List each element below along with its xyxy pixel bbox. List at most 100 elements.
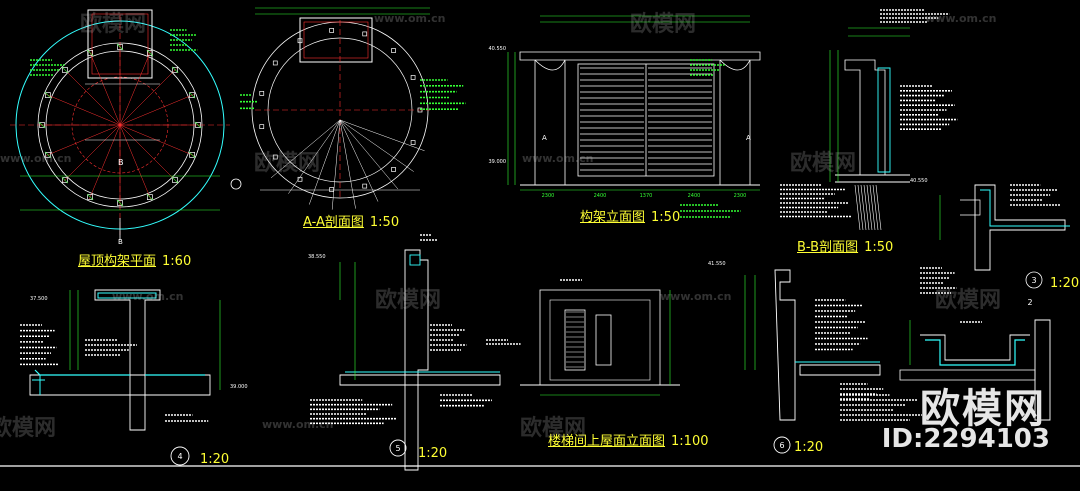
column xyxy=(146,194,153,200)
parapet-column xyxy=(404,249,429,471)
gutter-section xyxy=(920,334,1030,361)
dimension-value: 2300 xyxy=(542,193,555,199)
radial-beam xyxy=(119,50,151,126)
detail-marker xyxy=(389,439,407,457)
waterproof-layer xyxy=(980,189,1070,227)
column xyxy=(172,66,179,73)
leader-line xyxy=(339,119,414,172)
detail-3-scale-text: 1:20 xyxy=(1050,276,1080,291)
column xyxy=(329,187,334,192)
leader-line xyxy=(857,184,864,231)
column-mark xyxy=(38,121,46,129)
leader-line xyxy=(339,119,379,202)
parapet-section xyxy=(844,59,886,176)
radial-beam xyxy=(119,68,177,126)
level-value: 41.550 xyxy=(708,261,726,267)
detail-marker xyxy=(170,446,190,466)
dimension-value: 1370 xyxy=(640,193,653,199)
column-mark xyxy=(146,49,154,57)
leader-line xyxy=(866,184,873,231)
drawing-linework xyxy=(0,7,1080,471)
wall-slab-section xyxy=(974,184,1066,271)
stair-elevation-title-text: 楼梯间上屋面立面图 xyxy=(548,434,666,449)
slab-section xyxy=(899,369,1036,381)
cornice xyxy=(519,51,761,61)
leader-line xyxy=(339,119,356,209)
detail-marker-number: 2 xyxy=(1027,298,1032,307)
leader-line xyxy=(308,119,341,205)
column xyxy=(87,50,94,56)
column xyxy=(189,151,195,158)
detail-marker-number: 4 xyxy=(177,452,182,461)
level-value: 39.000 xyxy=(230,384,248,390)
column xyxy=(61,66,68,73)
level-value: 39.000 xyxy=(489,159,507,165)
column xyxy=(391,48,396,53)
brand-stamp-id: ID:2294103 xyxy=(881,424,1050,454)
wall-section xyxy=(1034,319,1051,421)
column-mark xyxy=(171,176,179,184)
column-mark xyxy=(61,66,69,74)
section-letter: A xyxy=(542,134,547,142)
column xyxy=(391,167,396,172)
stair-elevation-scale: 1:100 xyxy=(671,434,709,449)
leader-line xyxy=(869,184,876,231)
detail-marker-number: 3 xyxy=(1031,276,1036,285)
leader-line xyxy=(331,119,341,210)
section-bb-scale: 1:50 xyxy=(864,240,894,255)
slab-section xyxy=(339,374,501,386)
column xyxy=(362,183,368,189)
radial-beam xyxy=(63,68,121,126)
beam-column-section xyxy=(94,289,161,431)
section-aa-title-text: A-A剖面图 xyxy=(303,215,364,230)
level-value: 38.550 xyxy=(308,254,326,260)
column xyxy=(410,140,416,145)
slab-section xyxy=(799,364,881,376)
column xyxy=(189,92,195,99)
radial-beam xyxy=(45,94,121,126)
radial-beam xyxy=(89,50,121,126)
section-letter: B xyxy=(118,158,124,167)
detail-4-scale-text: 1:20 xyxy=(200,452,230,467)
column xyxy=(329,28,334,33)
slab-section xyxy=(29,374,211,396)
radial-beam xyxy=(119,94,195,126)
arch xyxy=(534,59,751,71)
roof-plan-title-text: 屋顶构架平面 xyxy=(78,254,157,269)
detail-marker xyxy=(773,436,791,454)
waterproof-layer xyxy=(925,339,1025,366)
detail-5-scale: 1:20 xyxy=(418,446,447,461)
column-mark xyxy=(194,121,202,129)
column-mark xyxy=(86,49,94,57)
column xyxy=(272,154,278,160)
leader-line xyxy=(339,119,425,152)
stair-room-box xyxy=(299,17,373,63)
column xyxy=(410,75,416,80)
column xyxy=(146,50,153,56)
door xyxy=(595,314,612,366)
column-mark xyxy=(116,199,124,207)
dimension-value: 2400 xyxy=(594,193,607,199)
detail-marker-number: 6 xyxy=(779,441,784,450)
column xyxy=(172,177,179,184)
radial-beam xyxy=(63,124,121,182)
column xyxy=(259,124,265,129)
column xyxy=(417,107,423,113)
column-mark xyxy=(44,91,52,99)
column xyxy=(195,122,201,128)
columns xyxy=(534,60,751,185)
column-mark xyxy=(44,151,52,159)
upturn xyxy=(32,375,45,395)
leader-line xyxy=(288,119,341,194)
column xyxy=(272,60,278,66)
column xyxy=(39,122,45,128)
column xyxy=(259,91,265,96)
detail-marker xyxy=(1025,271,1043,289)
section-letter: B xyxy=(118,238,123,246)
detail-5-scale-text: 1:20 xyxy=(418,446,448,461)
